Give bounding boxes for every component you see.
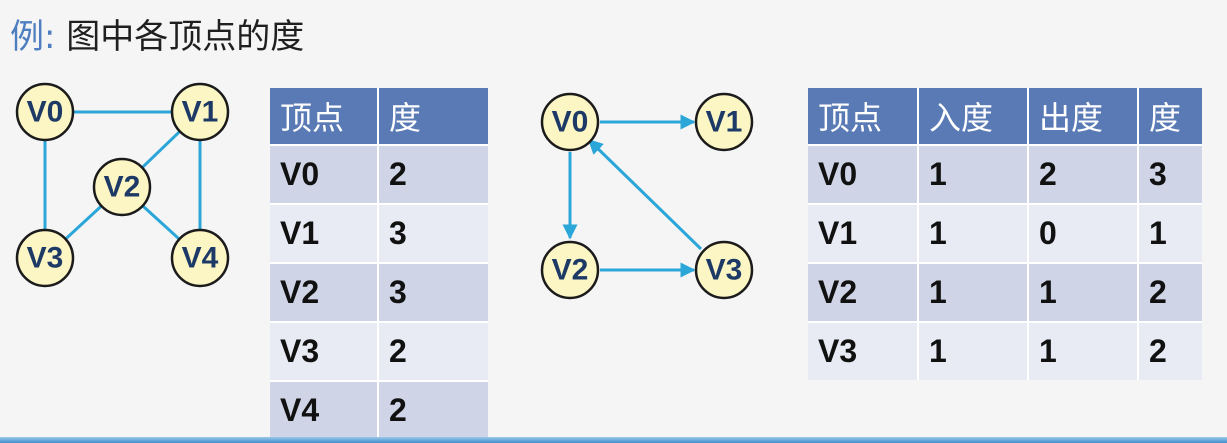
undirected-graph: V0 V1 V2 V3 V4 [15, 82, 230, 288]
cell-in-degree: 1 [918, 321, 1029, 380]
node-label: V3 [706, 254, 743, 287]
cell-degree: 1 [1138, 203, 1202, 263]
cell-vertex: V0 [808, 144, 919, 204]
cell-out-degree: 0 [1028, 203, 1139, 263]
cell-vertex: V0 [270, 144, 379, 204]
cell-degree: 2 [1138, 321, 1202, 380]
node-label: V4 [182, 242, 219, 275]
cell-degree: 2 [378, 144, 488, 204]
node-v2: V2 [540, 240, 600, 300]
cell-vertex: V4 [270, 380, 379, 439]
cell-out-degree: 1 [1028, 262, 1139, 322]
node-v1: V1 [170, 82, 230, 142]
table-row: V2 1 1 2 [808, 262, 1202, 322]
table-row: V1 3 [270, 203, 488, 263]
cell-degree: 3 [1138, 144, 1202, 204]
bottom-accent-bar [0, 437, 1227, 443]
node-label: V1 [182, 96, 219, 129]
node-v3: V3 [15, 228, 75, 288]
cell-vertex: V3 [270, 321, 379, 381]
directed-graph: V0 V1 V2 V3 [540, 92, 754, 300]
node-v0: V0 [15, 82, 75, 142]
header-in-degree: 入度 [918, 88, 1029, 145]
node-v4: V4 [170, 228, 230, 288]
cell-vertex: V3 [808, 321, 919, 380]
node-v1: V1 [694, 92, 754, 152]
node-label: V3 [27, 242, 64, 275]
table-row: V4 2 [270, 380, 488, 439]
node-label: V1 [706, 106, 743, 139]
cell-degree: 2 [378, 380, 488, 439]
cell-in-degree: 1 [918, 262, 1029, 322]
cell-degree: 3 [378, 203, 488, 263]
header-degree: 度 [378, 88, 488, 145]
table-header-row: 顶点 入度 出度 度 [808, 88, 1202, 145]
header-degree: 度 [1138, 88, 1202, 145]
node-label: V0 [552, 106, 589, 139]
cell-degree: 2 [378, 321, 488, 381]
table-row: V1 1 0 1 [808, 203, 1202, 263]
cell-vertex: V1 [808, 203, 919, 263]
node-label: V0 [27, 96, 64, 129]
page-title: 例: 图中各顶点的度 [10, 8, 304, 66]
title-prefix: 例: [10, 17, 56, 57]
cell-degree: 2 [1138, 262, 1202, 322]
directed-degree-table: 顶点 入度 出度 度 V0 1 2 3 V1 1 0 1 V2 1 1 2 V3… [808, 88, 1202, 380]
node-v2: V2 [92, 157, 152, 217]
title-text: 图中各顶点的度 [66, 17, 305, 57]
arc-v3-v0 [587, 138, 703, 251]
node-label: V2 [552, 254, 589, 287]
cell-out-degree: 2 [1028, 144, 1139, 204]
header-vertex: 顶点 [270, 88, 379, 145]
table-header-row: 顶点 度 [270, 88, 488, 145]
node-label: V2 [104, 171, 141, 204]
header-vertex: 顶点 [808, 88, 919, 145]
cell-out-degree: 1 [1028, 321, 1139, 380]
node-v0: V0 [540, 92, 600, 152]
header-out-degree: 出度 [1028, 88, 1139, 145]
table-row: V0 1 2 3 [808, 144, 1202, 204]
table-row: V3 1 1 2 [808, 321, 1202, 380]
cell-vertex: V2 [808, 262, 919, 322]
cell-vertex: V1 [270, 203, 379, 263]
directed-arcs [562, 114, 703, 278]
cell-vertex: V2 [270, 262, 379, 322]
cell-degree: 3 [378, 262, 488, 322]
table-row: V0 2 [270, 144, 488, 204]
cell-in-degree: 1 [918, 144, 1029, 204]
undirected-degree-table: 顶点 度 V0 2 V1 3 V2 3 V3 2 V4 2 [270, 88, 488, 439]
table-row: V3 2 [270, 321, 488, 381]
cell-in-degree: 1 [918, 203, 1029, 263]
node-v3: V3 [694, 240, 754, 300]
table-row: V2 3 [270, 262, 488, 322]
